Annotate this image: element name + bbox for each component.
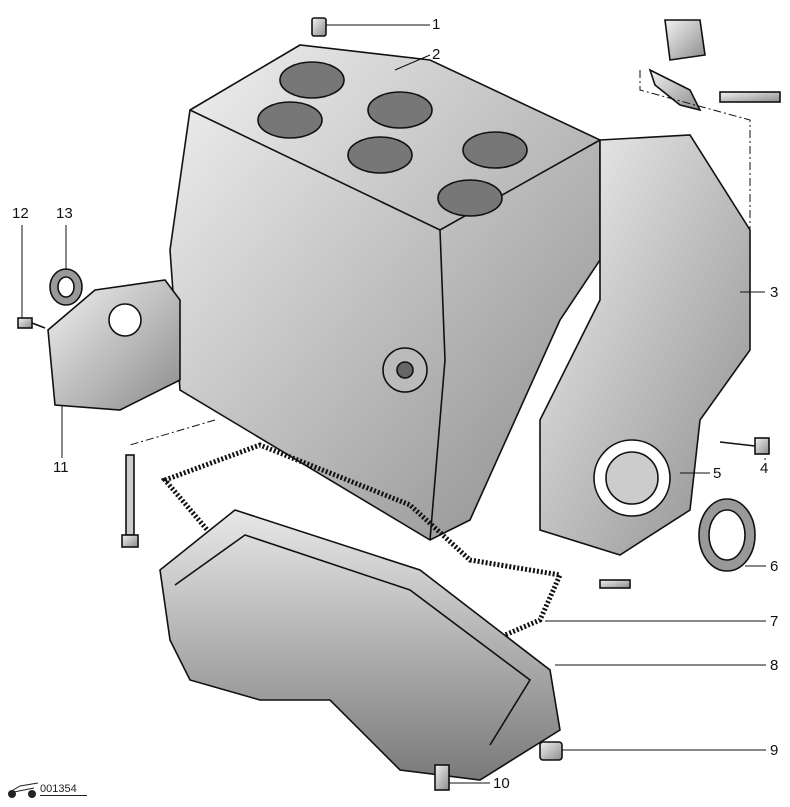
- hose-clamp: [664, 19, 706, 61]
- callout-3: 3: [770, 284, 779, 301]
- callout-9: 9: [770, 742, 779, 759]
- drain-plug: [539, 741, 563, 761]
- callout-13: 13: [56, 205, 73, 222]
- oil-pan-gasket: [160, 442, 564, 653]
- callout-4: 4: [760, 460, 769, 477]
- callout-5: 5: [713, 465, 722, 482]
- rear-seal-cover: [47, 279, 181, 411]
- callout-2: 2: [432, 46, 441, 63]
- cover-bolt: [754, 437, 770, 455]
- oil-level-sensor: [434, 764, 450, 791]
- cylinder-block: [169, 44, 601, 541]
- leader-lines: [21, 24, 766, 784]
- callout-12: 12: [12, 205, 29, 222]
- bolt: [17, 317, 33, 329]
- callout-10: 10: [493, 775, 510, 792]
- callout-11: 11: [53, 459, 69, 476]
- timing-cover: [539, 134, 751, 556]
- car-logo-icon: [8, 782, 39, 798]
- bracket: [648, 68, 702, 112]
- callout-8: 8: [770, 657, 779, 674]
- plug: [311, 17, 327, 37]
- callout-7: 7: [770, 613, 779, 630]
- oil-pan: [159, 509, 561, 781]
- callout-6: 6: [770, 558, 779, 575]
- callout-1: 1: [432, 16, 441, 33]
- figure-code: 001354: [40, 783, 87, 796]
